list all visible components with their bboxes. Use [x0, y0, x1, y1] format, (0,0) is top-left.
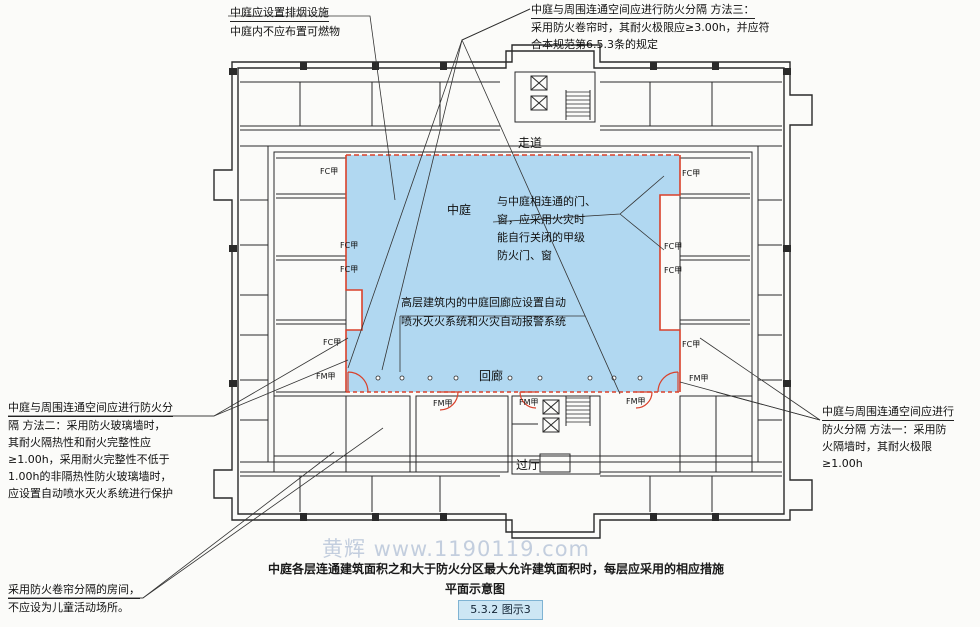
label-gallery: 回廊	[479, 369, 504, 383]
note-method2-line2: 隔 方法二：采用防火玻璃墙时，	[8, 419, 166, 432]
note-method1-line1: 中庭与周围连通空间应进行	[822, 403, 954, 421]
note-sprinkler-line1: 高层建筑内的中庭回廊应设置自动	[401, 296, 566, 309]
fc-tag-left-3: FC甲	[340, 265, 359, 274]
fm-tag-right: FM甲	[689, 374, 709, 383]
caption-subtitle: 平面示意图	[445, 582, 506, 596]
fc-tag-right-4: FC甲	[682, 340, 701, 349]
top-rooms	[240, 81, 782, 131]
note-doors-windows-line4: 防火门、窗	[497, 249, 552, 262]
atrium-area	[346, 155, 680, 392]
fc-tag-right-1: FC甲	[682, 169, 701, 178]
note-shutter-rooms-line1: 采用防火卷帘分隔的房间，	[8, 581, 140, 599]
fire-separation-lines	[345, 154, 681, 393]
note-doors-windows-line1: 与中庭相连通的门、	[497, 195, 596, 208]
columns	[229, 62, 791, 521]
note-method3-line2: 采用防火卷帘时，其耐火极限应≥3.00h，并应符	[531, 21, 770, 34]
note-doors-windows-line2: 窗，应采用火灾时	[497, 213, 585, 226]
label-corridor: 走道	[518, 136, 543, 150]
fire-doors	[347, 371, 679, 411]
note-method3-line3: 合本规范第6.5.3条的规定	[531, 38, 658, 51]
label-lobby: 过厅	[516, 458, 541, 472]
watermark: 黄辉 www.1190119.com	[322, 537, 591, 561]
note-method1-line3: 火隔墙时，其耐火极限	[822, 440, 932, 453]
note-method2-line6: 应设置自动喷水灭火系统进行保护	[8, 487, 173, 500]
note-no-combustibles: 中庭内不应布置可燃物	[230, 25, 340, 38]
fm-tag-bottom-1: FM甲	[433, 399, 453, 408]
sprinkler-dots	[375, 375, 643, 381]
note-method1-line4: ≥1.00h	[822, 457, 863, 470]
caption-title: 中庭各层连通建筑面积之和大于防火分区最大允许建筑面积时，每层应采用的相应措施	[268, 562, 725, 576]
note-shutter-rooms-line2: 不应设为儿童活动场所。	[8, 601, 129, 614]
figure-badge: 5.3.2 图示3	[458, 600, 543, 620]
fc-tag-left-2: FC甲	[340, 241, 359, 250]
stair-core-bottom	[511, 395, 601, 475]
note-sprinkler-line2: 喷水灭火系统和火灾自动报警系统	[401, 315, 566, 328]
note-method2-line3: 其耐火隔热性和耐火完整性应	[8, 436, 151, 449]
stair-core-top	[514, 71, 596, 123]
fm-tag-left: FM甲	[316, 372, 336, 381]
note-method3-line1: 中庭与周围连通空间应进行防火分隔 方法三：	[531, 1, 755, 19]
bottom-rooms	[240, 391, 782, 512]
fc-tag-right-3: FC甲	[664, 266, 683, 275]
note-method2-line5: 1.00h的非隔热性防火玻璃墙时，	[8, 470, 172, 483]
fm-tag-bottom-2: FM甲	[519, 398, 539, 407]
fc-tag-left-4: FC甲	[323, 338, 342, 347]
note-doors-windows-line3: 能自行关闭的甲级	[497, 231, 585, 244]
fc-tag-left-1: FC甲	[320, 167, 339, 176]
note-method1-line2: 防火分隔 方法一：采用防	[822, 423, 947, 436]
note-method2-line4: ≥1.00h，采用耐火完整性不低于	[8, 453, 170, 466]
note-smoke-exhaust: 中庭应设置排烟设施	[230, 4, 329, 22]
fm-tag-bottom-3: FM甲	[626, 397, 646, 406]
note-method2-line1: 中庭与周围连通空间应进行防火分	[8, 399, 173, 417]
label-atrium: 中庭	[447, 203, 472, 217]
corridor-walls	[267, 145, 759, 463]
fc-tag-right-2: FC甲	[664, 242, 683, 251]
